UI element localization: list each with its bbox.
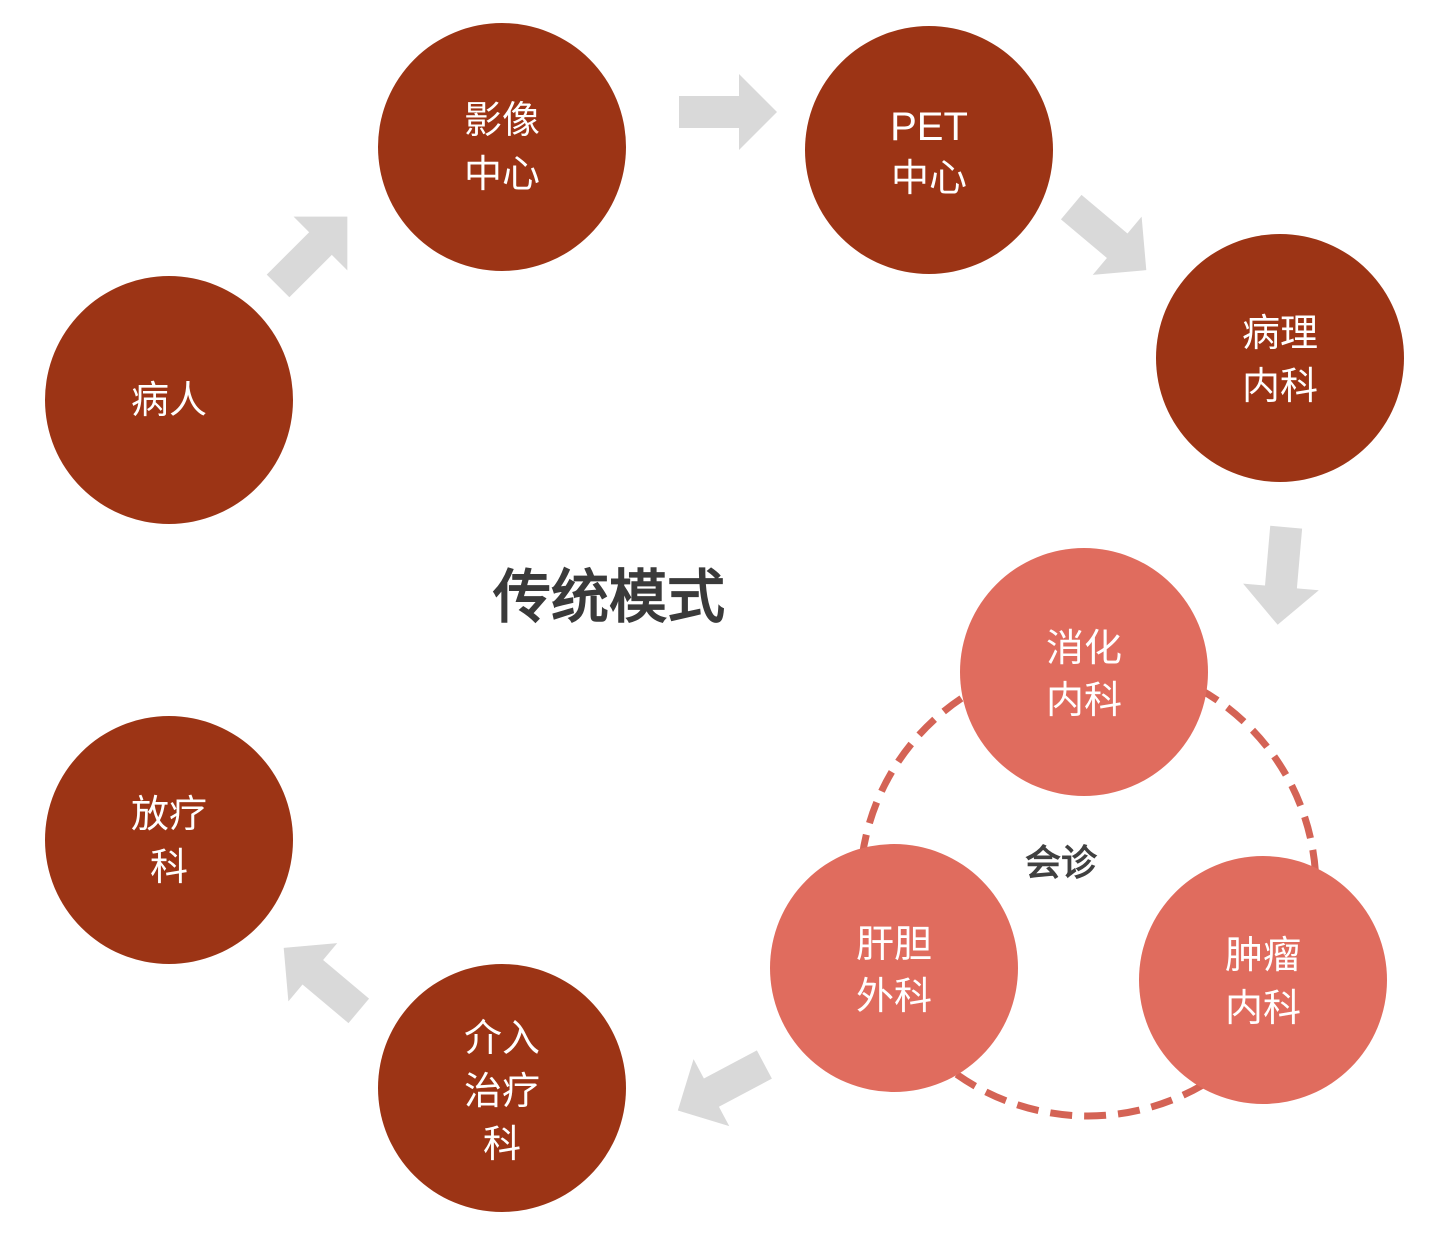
node-label-line-2: 外科: [856, 974, 932, 1018]
node-gastroenterology: 消化 内科: [960, 548, 1208, 796]
arrow-imaging-to-pet: [679, 74, 777, 150]
node-circle: [378, 23, 626, 271]
node-pathology: 病理 内科: [1156, 234, 1404, 482]
arrow-pet-to-pathology: [1060, 194, 1147, 275]
node-oncology: 肿瘤 内科: [1139, 856, 1387, 1104]
node-circle: [45, 276, 293, 524]
node-label-line-2: 内科: [1242, 364, 1318, 408]
node-imaging-center: 影像 中心: [378, 23, 626, 271]
node-patient: 病人: [45, 276, 293, 524]
node-circle: [960, 548, 1208, 796]
arrow-pathology-to-gastro: [1243, 525, 1319, 625]
node-label: 病人: [131, 378, 207, 422]
node-label-line-1: 病理: [1242, 311, 1318, 355]
node-circle: [45, 716, 293, 964]
node-label-line-2: 科: [150, 845, 188, 889]
node-interventional: 介入 治疗 科: [378, 964, 626, 1212]
arrow-hepatobiliary-to-interventional: [677, 1050, 772, 1127]
node-label-line-1: 肿瘤: [1225, 933, 1301, 977]
node-label-line-1: PET: [890, 105, 968, 149]
node-label-line-2: 内科: [1046, 678, 1122, 722]
node-label-line-1: 影像: [464, 98, 540, 142]
node-radiotherapy: 放疗 科: [45, 716, 293, 964]
arrow-patient-to-imaging: [266, 216, 348, 298]
flow-arrows: [266, 74, 1319, 1127]
node-label-line-1: 消化: [1046, 626, 1122, 670]
node-label-line-2: 中心: [891, 156, 967, 200]
node-circle: [1156, 234, 1404, 482]
node-label-line-2: 治疗: [464, 1069, 540, 1113]
node-label-line-2: 内科: [1225, 986, 1301, 1030]
node-circle: [1139, 856, 1387, 1104]
arrow-interventional-to-radiotherapy: [283, 943, 370, 1024]
node-circle: [805, 26, 1053, 274]
node-hepatobiliary-surgery: 肝胆 外科: [770, 844, 1018, 1092]
node-pet-center: PET 中心: [805, 26, 1053, 274]
consultation-label: 会诊: [1025, 843, 1098, 884]
node-label-line-3: 科: [483, 1122, 521, 1166]
node-label-line-1: 放疗: [131, 792, 207, 836]
node-label-line-1: 肝胆: [856, 922, 932, 966]
node-circle: [770, 844, 1018, 1092]
diagram-title: 传统模式: [492, 563, 725, 631]
node-label-line-1: 介入: [464, 1016, 540, 1060]
node-label-line-2: 中心: [464, 152, 540, 196]
node-circle: [378, 964, 626, 1212]
